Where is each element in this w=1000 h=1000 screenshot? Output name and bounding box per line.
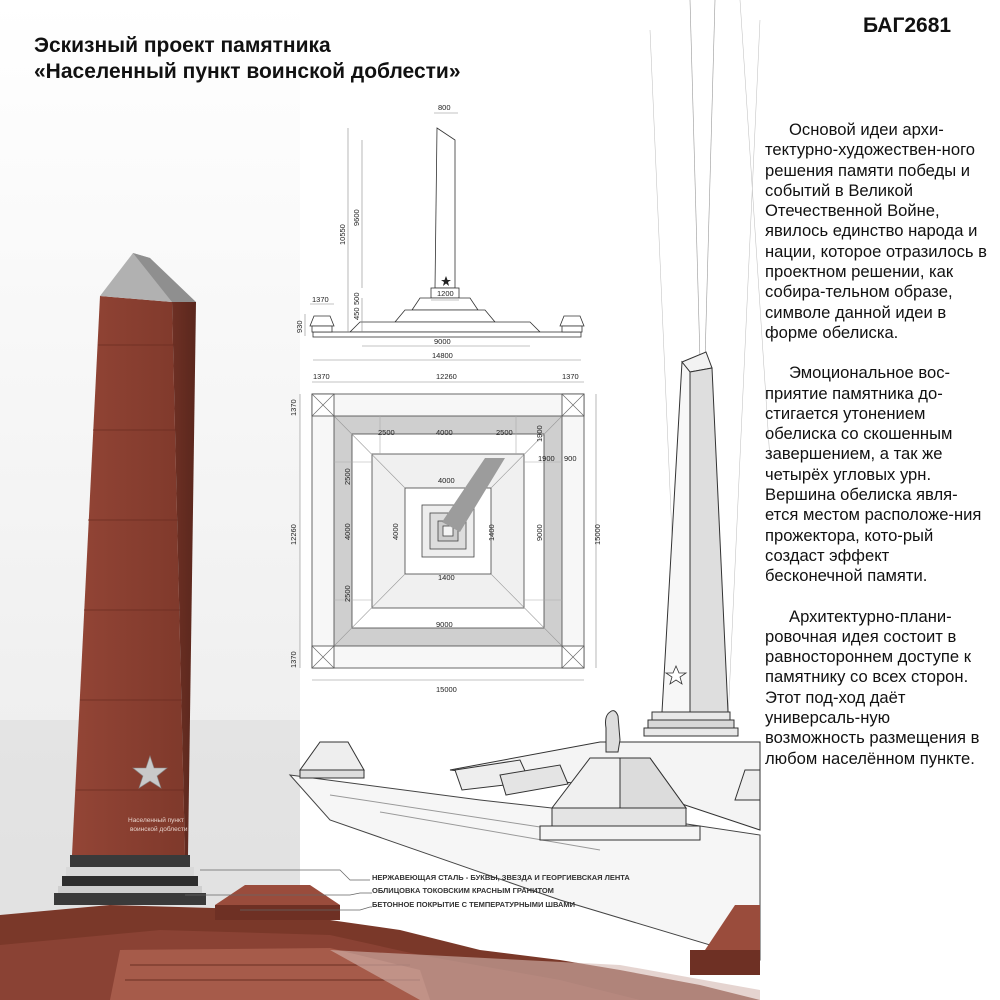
perspective-drawing (288, 0, 771, 961)
dim-center-bottom: 1400 (438, 573, 455, 582)
dim-bottom-inner: 9000 (436, 620, 453, 629)
dim-overall-width: 14800 (432, 351, 453, 360)
dim-top-width: 800 (438, 103, 451, 112)
dim-right-small-b: 1900 (538, 454, 555, 463)
dim-bottom-overall: 15000 (436, 685, 457, 694)
callout-concrete: БЕТОННОЕ ПОКРЫТИЕ С ТЕМПЕРАТУРНЫМИ ШВАМИ (372, 900, 575, 909)
elevation-drawing (304, 112, 585, 361)
elevation-labels: 800 10550 9600 1200 450 500 930 1370 900… (295, 103, 454, 360)
dim-inner-left2: 4000 (391, 523, 400, 540)
callout-leaders (185, 869, 372, 911)
dim-urn-height: 930 (295, 320, 304, 333)
star-icon (664, 664, 688, 685)
dim-left-corner-top: 1370 (289, 399, 298, 416)
dim-urn-width: 1370 (312, 295, 329, 304)
obelisk-star-icon (132, 755, 168, 789)
dim-step-height-1: 450 (352, 307, 361, 320)
title-line-1: Эскизный проект памятника (34, 34, 331, 57)
dim-inner-right: 9000 (535, 524, 544, 541)
dim-top-span: 12260 (436, 372, 457, 381)
obelisk-inscription-line1: Населенный пункт (128, 816, 184, 824)
obelisk-render (0, 253, 760, 1000)
dim-total-height: 10550 (338, 224, 347, 245)
dim-inner-left-mid: 4000 (343, 523, 352, 540)
dim-center-right: 1400 (487, 524, 496, 541)
callout-granite: ОБЛИЦОВКА ТОКОВСКИМ КРАСНЫМ ГРАНИТОМ (372, 886, 554, 895)
dim-center-top: 4000 (438, 476, 455, 485)
callout-steel: НЕРЖАВЕЮЩАЯ СТАЛЬ - БУКВЫ, ЗВЕЗДА И ГЕОР… (372, 873, 630, 882)
dim-band-center: 4000 (436, 428, 453, 437)
dim-inner-left-top: 2500 (343, 468, 352, 485)
obelisk-inscription-line2: воинской доблести (130, 825, 188, 833)
dim-right-small-c: 900 (564, 454, 577, 463)
dim-inner-left-bottom: 2500 (343, 585, 352, 602)
page-title: Эскизный проект памятника «Населенный пу… (34, 33, 461, 85)
dim-band-right: 2500 (496, 428, 513, 437)
dim-outer-right: 15000 (593, 524, 602, 545)
dim-right-small-a: 1900 (535, 425, 544, 442)
project-code: БАГ2681 (863, 14, 952, 37)
dim-top-corner-right: 1370 (562, 372, 579, 381)
dim-band-left: 2500 (378, 428, 395, 437)
elevation-star-icon (441, 276, 451, 286)
dim-platform-width: 9000 (434, 337, 451, 346)
dim-left-corner-bottom: 1370 (289, 651, 298, 668)
title-line-2: «Населенный пункт воинской доблести» (34, 60, 461, 83)
plan-labels: 1370 12260 1370 1370 12260 1370 2500 400… (289, 372, 602, 694)
description-paragraph-3: Архитектурно-плани-ровочная идея состоит… (765, 606, 980, 768)
dim-base-width: 1200 (437, 289, 454, 298)
plan-drawing (299, 381, 597, 681)
dim-step-height-2: 500 (352, 292, 361, 305)
description-paragraph-2: Эмоциональное вос-приятие памятника до-с… (765, 363, 982, 586)
dim-top-corner-left: 1370 (313, 372, 330, 381)
dim-shaft-height: 9600 (352, 209, 361, 226)
description-paragraph-1: Основой идеи архи-тектурно-художествен-н… (765, 120, 987, 342)
description: Основой идеи архи-тектурно-художествен-н… (765, 120, 991, 789)
dim-left-span: 12260 (289, 524, 298, 545)
